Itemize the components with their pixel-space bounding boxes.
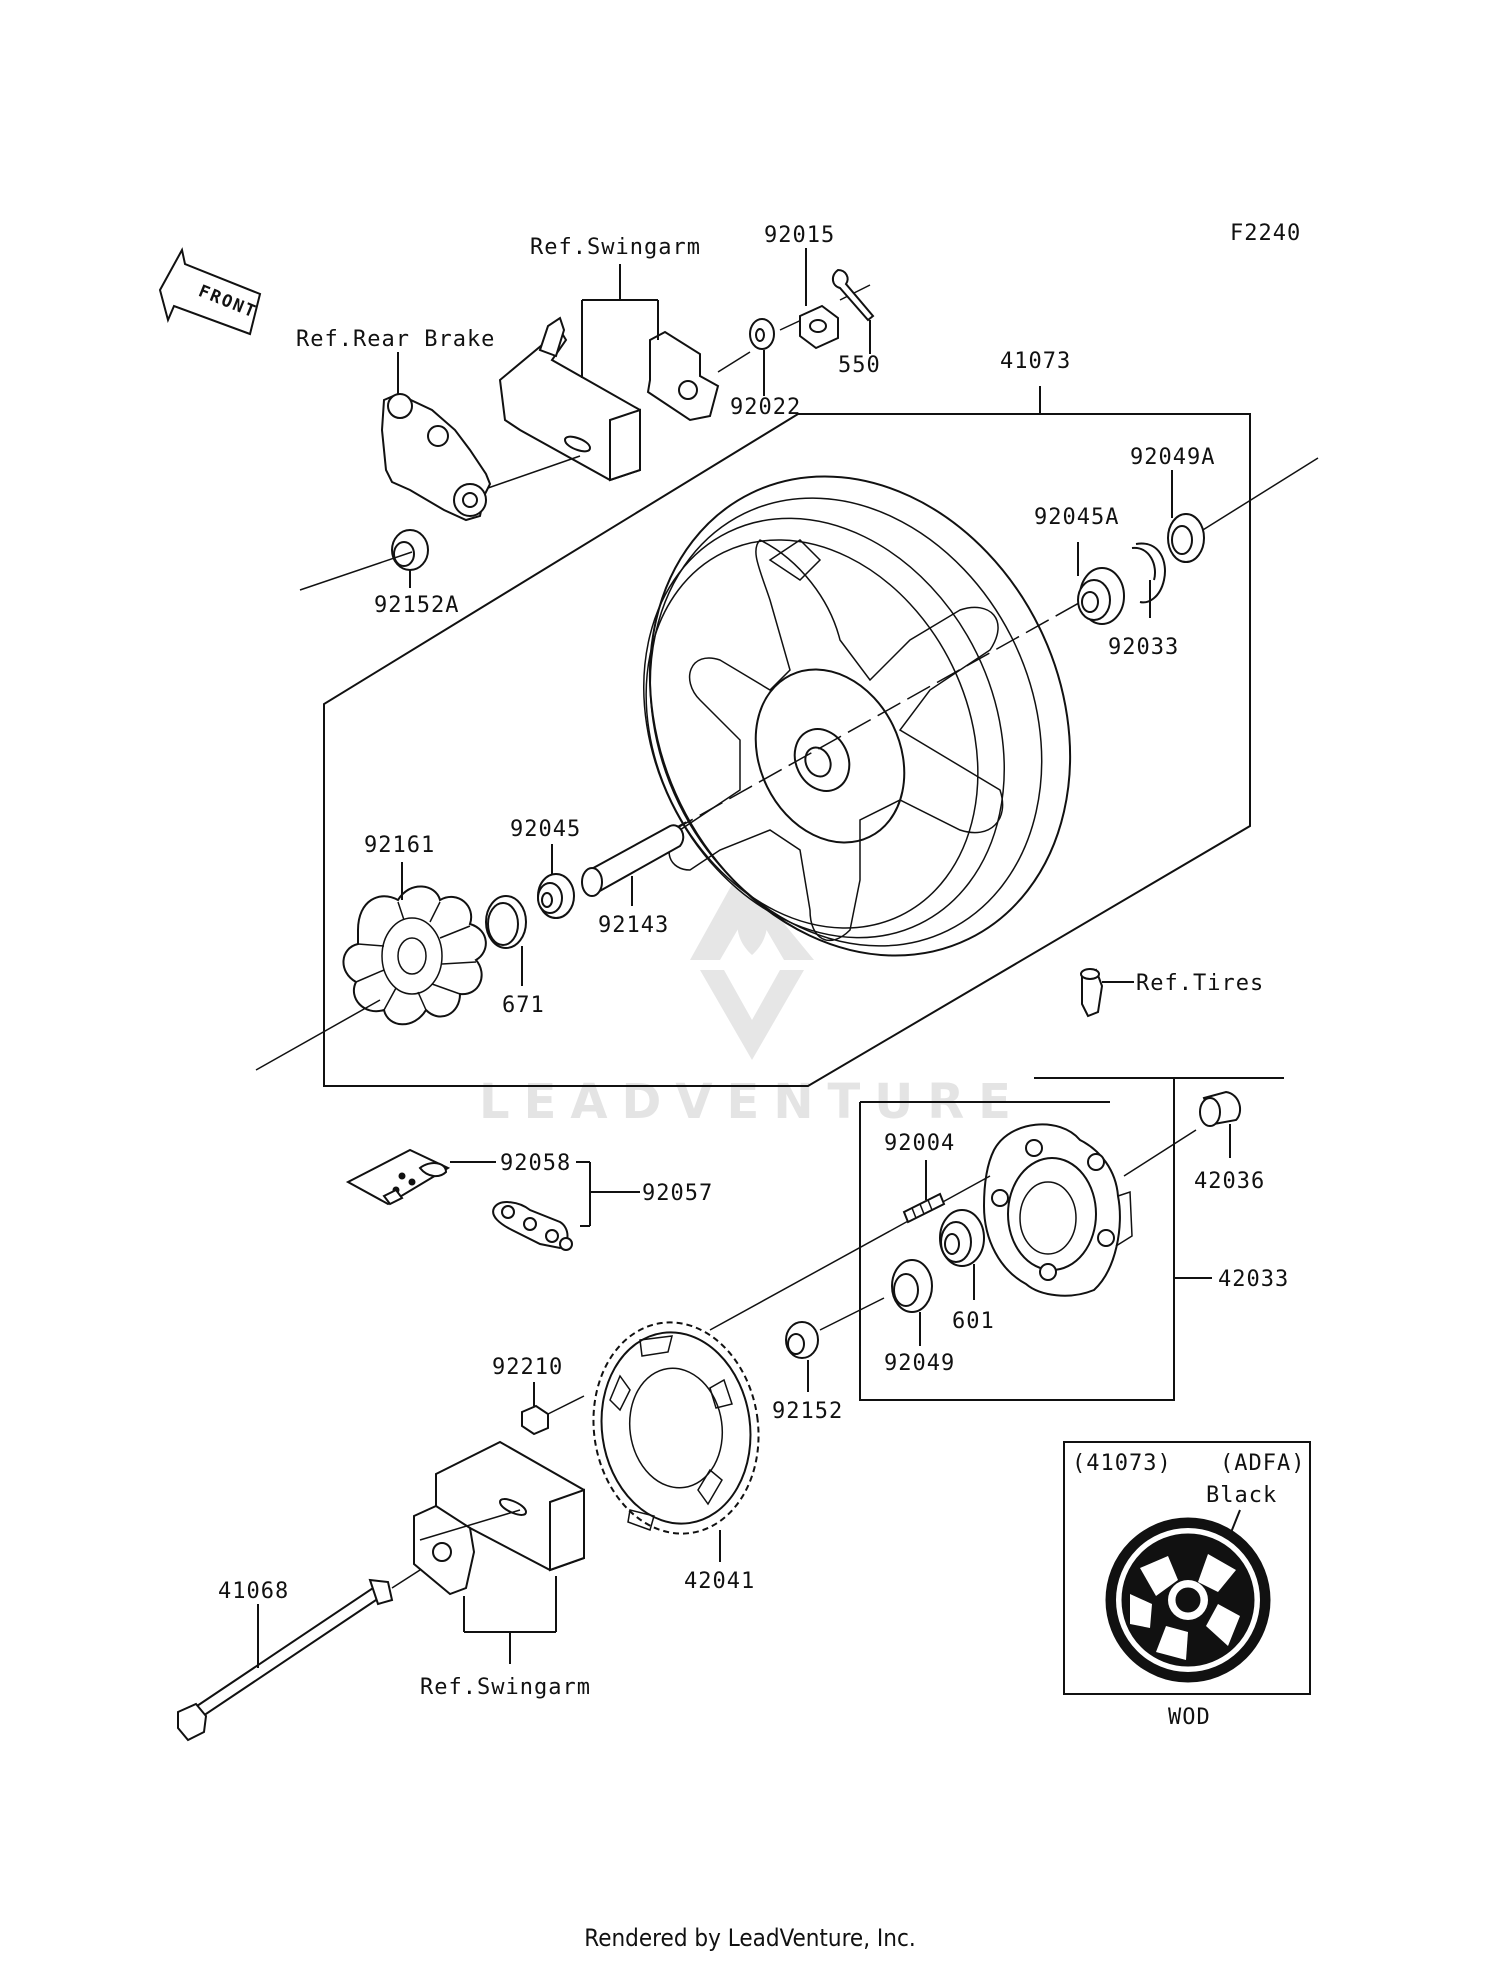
label-92045: 92045 — [510, 817, 581, 842]
label-92033: 92033 — [1108, 635, 1179, 660]
inset-variant: (ADFA) — [1220, 1451, 1305, 1476]
axis-line-brake — [299, 551, 413, 591]
inset-finish: WOD — [1168, 1705, 1211, 1730]
label-42036: 42036 — [1194, 1169, 1265, 1194]
sprocket-hub-42033 — [982, 1123, 1133, 1297]
label-92015: 92015 — [764, 223, 835, 248]
wheel-41073 — [643, 475, 1072, 957]
chain-92057 — [492, 1201, 573, 1251]
ref-tires: Ref.Tires — [1136, 971, 1264, 996]
inset-wheel-black — [1105, 1517, 1271, 1683]
label-42041: 42041 — [684, 1569, 755, 1594]
collar-92143 — [581, 824, 685, 897]
label-92045A: 92045A — [1034, 505, 1119, 530]
stud-92004 — [902, 1192, 946, 1224]
axle-41068 — [177, 1578, 394, 1742]
label-41068: 41068 — [218, 1579, 289, 1604]
sprocket-42041 — [592, 1321, 760, 1535]
label-92143: 92143 — [598, 913, 669, 938]
label-41073: 41073 — [1000, 349, 1071, 374]
collar-92152 — [785, 1321, 819, 1359]
front-arrow-icon: FRONT — [158, 247, 262, 336]
collar-92152A — [391, 529, 429, 571]
tire-valve — [1080, 968, 1104, 1018]
label-92049: 92049 — [884, 1351, 955, 1376]
label-92049A: 92049A — [1130, 445, 1215, 470]
oil-seal-92049 — [891, 1259, 933, 1313]
chain-adjuster-top — [498, 316, 641, 482]
rear-brake-bracket — [380, 392, 492, 522]
cotter-pin-550 — [832, 268, 875, 322]
inset-code: (41073) — [1072, 1451, 1172, 1476]
ref-swingarm-bottom: Ref.Swingarm — [420, 1675, 591, 1700]
master-link-92058 — [345, 1148, 451, 1206]
washer-92022 — [749, 318, 775, 350]
label-550: 550 — [838, 353, 881, 378]
bearing-601 — [939, 1209, 985, 1267]
label-92022: 92022 — [730, 395, 801, 420]
bearing-92045 — [537, 873, 575, 919]
axis-line-washer — [717, 351, 751, 373]
damper-92161 — [342, 885, 487, 1026]
label-92004: 92004 — [884, 1131, 955, 1156]
label-42033: 42033 — [1218, 1267, 1289, 1292]
label-92057: 92057 — [642, 1181, 713, 1206]
axle-plate-top — [646, 330, 720, 422]
label-92058: 92058 — [500, 1151, 571, 1176]
label-92152A: 92152A — [374, 593, 459, 618]
wheel-axis — [669, 579, 1121, 833]
axis-line-brake-2 — [487, 455, 581, 489]
group-frame-41073 — [323, 413, 1251, 1087]
circlip-92033 — [1131, 542, 1166, 604]
oil-seal-92049A — [1167, 513, 1205, 563]
label-92152: 92152 — [772, 1399, 843, 1424]
nut-92015 — [799, 304, 839, 350]
label-92161: 92161 — [364, 833, 435, 858]
label-601: 601 — [952, 1309, 995, 1334]
bearing-92045A — [1077, 567, 1125, 625]
figure-code: F2240 — [1230, 221, 1301, 246]
chain-adjuster-bottom — [435, 1440, 585, 1572]
footer-credit: Rendered by LeadVenture, Inc. — [584, 1924, 915, 1952]
axis-line-pin — [839, 284, 871, 301]
label-671: 671 — [502, 993, 545, 1018]
ref-swingarm-top: Ref.Swingarm — [530, 235, 701, 260]
nut-92210 — [521, 1404, 549, 1436]
o-ring-671 — [485, 895, 527, 949]
inset-frame — [1063, 1441, 1311, 1695]
inset-color: Black — [1206, 1483, 1277, 1508]
collar-42036 — [1199, 1090, 1242, 1127]
ref-rear-brake: Ref.Rear Brake — [296, 327, 495, 352]
label-92210: 92210 — [492, 1355, 563, 1380]
